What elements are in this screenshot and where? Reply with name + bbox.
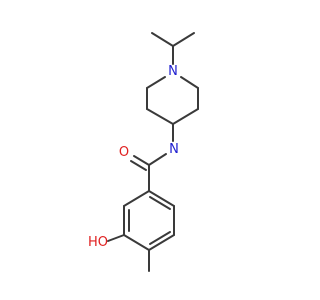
bond-isopropyl-left xyxy=(151,32,174,47)
bond-ring-c1-c2 xyxy=(123,190,150,207)
hydroxyl-label: HO xyxy=(88,235,108,250)
bond-n-to-c2 xyxy=(146,76,166,89)
bond-ring-c4-c5 xyxy=(148,234,175,251)
molecule-diagram: N N O HO xyxy=(88,32,199,272)
bond-c6-to-n xyxy=(180,76,199,89)
bond-carbonyl-double-1 xyxy=(133,155,150,166)
carbonyl-oxygen-label: O xyxy=(119,145,129,160)
piperidine-nitrogen-label: N xyxy=(168,64,178,79)
structure-canvas: N N O HO xyxy=(88,32,199,272)
bond-amide-n-to-carbonyl-c xyxy=(148,153,167,166)
bond-carbonyl-double-2 xyxy=(130,160,147,171)
amide-nitrogen-label: N xyxy=(169,142,179,157)
bond-ring-to-hydroxyl xyxy=(107,234,125,242)
bond-ring-c6-c1-inner xyxy=(149,196,171,210)
bond-c4-to-c5 xyxy=(172,108,199,125)
bond-ring-c4-c5-inner xyxy=(149,231,171,245)
bond-ring-c6-c1 xyxy=(148,190,175,207)
bond-isopropyl-right xyxy=(172,32,195,47)
bond-ring-c3-c4 xyxy=(123,234,150,251)
bond-c3-to-c4 xyxy=(146,108,174,125)
